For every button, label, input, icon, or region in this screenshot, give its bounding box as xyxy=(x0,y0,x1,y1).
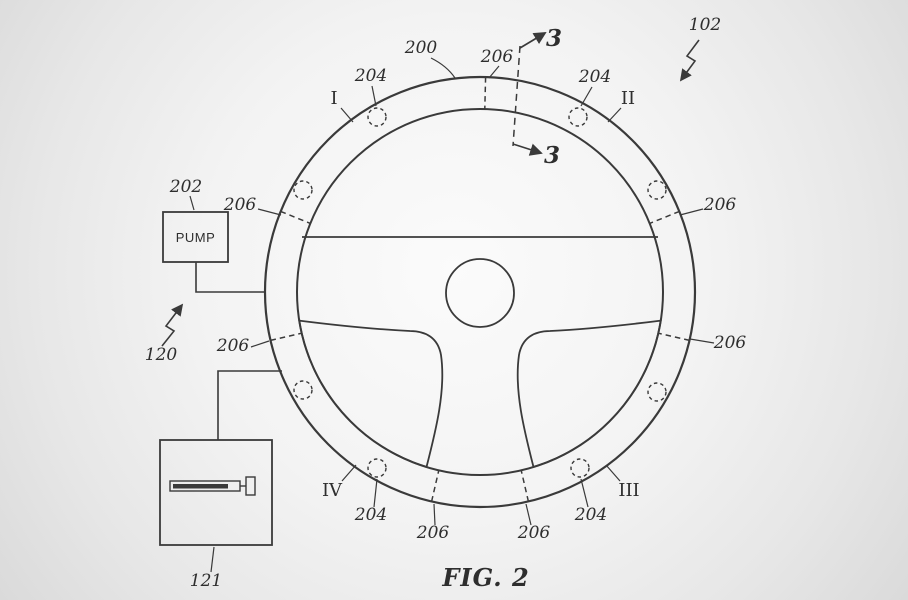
reference-labels: 102 200 206 204 204 I II 202 206 206 120… xyxy=(145,15,747,591)
sensor-marker-icon xyxy=(568,107,588,127)
ref-label-200: 200 xyxy=(404,38,438,58)
ref-label-204-tr: 204 xyxy=(578,67,611,87)
squiggle-leaders xyxy=(161,39,700,347)
leader-206-br xyxy=(525,503,532,526)
leader-206-bl xyxy=(433,503,436,526)
ref-label-206-ul: 206 xyxy=(223,195,257,215)
wheel-hub xyxy=(445,258,515,328)
section-label-top: 3 xyxy=(546,25,562,52)
steering-wheel xyxy=(263,75,697,509)
leader-206-ur xyxy=(679,208,704,216)
quadrant-label-1: I xyxy=(330,88,337,109)
zone-boundary xyxy=(484,77,487,110)
quadrant-label-4: IV xyxy=(322,480,343,501)
leader-squiggle-102-icon xyxy=(679,39,700,82)
leader-204-br xyxy=(580,478,589,508)
sensor-marker-icon xyxy=(293,380,313,400)
ref-label-120: 120 xyxy=(145,345,178,365)
quadrant-label-3: III xyxy=(618,480,639,501)
section-line-3-3: 3 3 xyxy=(512,25,562,169)
section-arrow-bottom-icon xyxy=(512,143,543,156)
section-cut-line xyxy=(512,45,521,147)
ref-label-204-tl: 204 xyxy=(354,66,387,86)
ref-label-206-br: 206 xyxy=(517,523,551,543)
plunger-rod-icon xyxy=(173,484,228,489)
pump-label: PUMP xyxy=(176,230,216,245)
zone-boundary xyxy=(430,470,440,502)
ref-label-206-top: 206 xyxy=(480,47,514,67)
sensor-marker-icon xyxy=(293,180,313,200)
leader-quadrant-3 xyxy=(605,464,621,482)
pump-unit: PUMP xyxy=(162,211,266,293)
leader-206-ul xyxy=(257,208,282,216)
actuator-connection-line xyxy=(217,370,282,440)
leader-204-bl xyxy=(373,478,378,508)
leader-202 xyxy=(189,195,195,211)
ref-label-102: 102 xyxy=(689,15,721,35)
ref-label-206-ml: 206 xyxy=(216,336,250,356)
right-spoke-cutout xyxy=(516,319,662,469)
leader-121 xyxy=(210,546,215,573)
sensor-marker-icon xyxy=(647,382,667,402)
actuator-box xyxy=(159,439,273,546)
sensor-marker-icon xyxy=(367,107,387,127)
leader-200 xyxy=(430,57,456,79)
left-spoke-cutout xyxy=(298,319,444,469)
ref-label-204-br: 204 xyxy=(574,505,607,525)
sensor-marker-icon xyxy=(570,458,590,478)
zone-boundary xyxy=(270,332,302,342)
ref-label-206-ur: 206 xyxy=(703,195,737,215)
wheel-inner-rim xyxy=(296,108,664,476)
zone-boundary xyxy=(280,210,311,225)
leader-206-top xyxy=(488,65,500,79)
leader-lines xyxy=(189,57,715,573)
quadrant-label-2: II xyxy=(621,88,635,109)
zone-boundary xyxy=(520,470,530,502)
sensor-marker-icon xyxy=(647,180,667,200)
ref-label-121: 121 xyxy=(190,571,222,591)
leader-squiggle-120-icon xyxy=(161,303,184,347)
zone-boundaries xyxy=(270,77,690,502)
plunger-handle-icon xyxy=(245,476,256,496)
sensor-marker-icon xyxy=(367,458,387,478)
ref-label-206-mr: 206 xyxy=(713,333,747,353)
leader-206-mr xyxy=(689,338,715,344)
leader-quadrant-4 xyxy=(341,464,357,482)
leader-204-tr xyxy=(580,86,593,107)
actuator-unit xyxy=(159,370,282,546)
pump-connection-line xyxy=(195,262,266,293)
section-label-bottom: 3 xyxy=(544,142,560,169)
leader-206-ml xyxy=(250,340,270,348)
leader-204-tl xyxy=(371,85,377,107)
ref-label-206-bl: 206 xyxy=(416,523,450,543)
ref-label-204-bl: 204 xyxy=(354,505,387,525)
ref-label-202: 202 xyxy=(169,177,202,197)
leader-quadrant-1 xyxy=(340,107,354,123)
zone-boundary xyxy=(658,332,690,342)
sensor-markers xyxy=(293,107,667,478)
wheel-outer-rim xyxy=(263,75,697,509)
leader-quadrant-2 xyxy=(607,107,622,123)
zone-boundary xyxy=(649,210,680,225)
section-arrow-top-icon xyxy=(519,32,547,49)
figure-caption: FIG. 2 xyxy=(441,563,529,592)
